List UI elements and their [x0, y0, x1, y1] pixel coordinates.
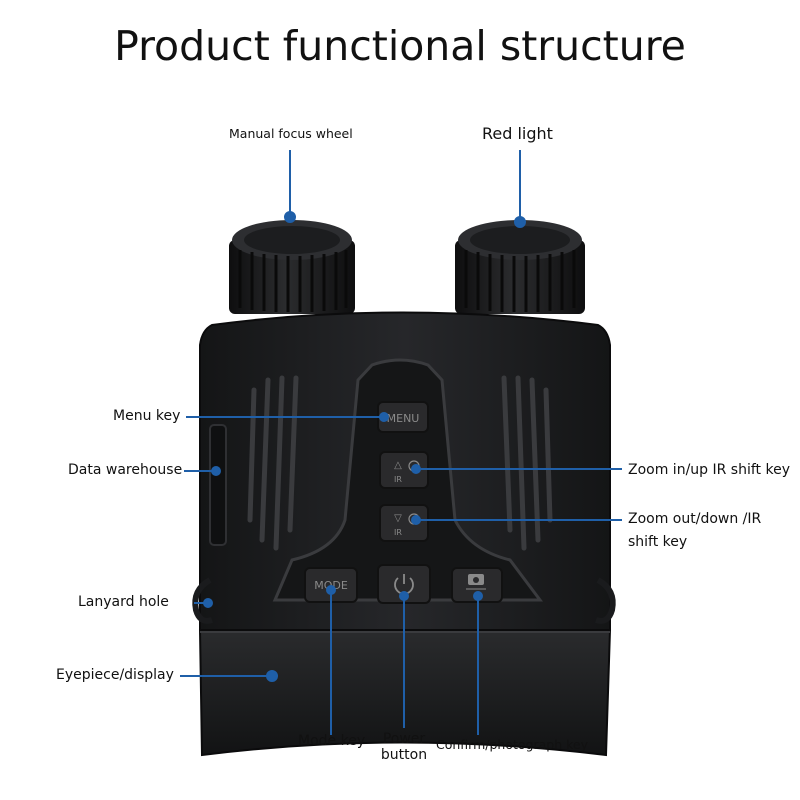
menu-button: MENU	[377, 401, 429, 433]
label-confirm-key: Confirm/photograph key	[436, 737, 588, 752]
label-zoom-out-line1: Zoom out/down /IR	[628, 511, 762, 527]
label-red-light: Red light	[482, 124, 553, 143]
label-power-line1: Power	[382, 731, 426, 747]
svg-text:IR: IR	[394, 528, 402, 537]
left-focus-knob	[229, 220, 355, 314]
zoom-in-button: △ IR	[379, 451, 429, 489]
right-focus-knob	[455, 220, 585, 314]
svg-text:IR: IR	[394, 475, 402, 484]
label-lanyard-hole: Lanyard hole	[78, 594, 169, 610]
svg-text:△: △	[394, 460, 402, 471]
page-title: Product functional structure	[114, 22, 686, 70]
data-warehouse-slot	[209, 424, 227, 546]
label-mode-key: Mode key	[298, 733, 366, 749]
label-data-warehouse: Data warehouse	[68, 462, 183, 478]
label-manual-focus-wheel: Manual focus wheel	[229, 126, 353, 141]
label-zoom-out-line2: shift key	[628, 534, 688, 550]
svg-text:MENU: MENU	[387, 412, 420, 425]
label-power-line2: button	[380, 747, 428, 763]
lanyard-hole-right	[595, 577, 616, 624]
lanyard-hole-left	[192, 577, 213, 624]
svg-text:▽: ▽	[394, 513, 402, 524]
zoom-out-button: ▽ IR	[379, 504, 429, 542]
label-menu-key: Menu key	[113, 408, 181, 424]
label-zoom-in: Zoom in/up IR shift key	[628, 462, 790, 478]
label-eyepiece: Eyepiece/display	[56, 667, 174, 683]
